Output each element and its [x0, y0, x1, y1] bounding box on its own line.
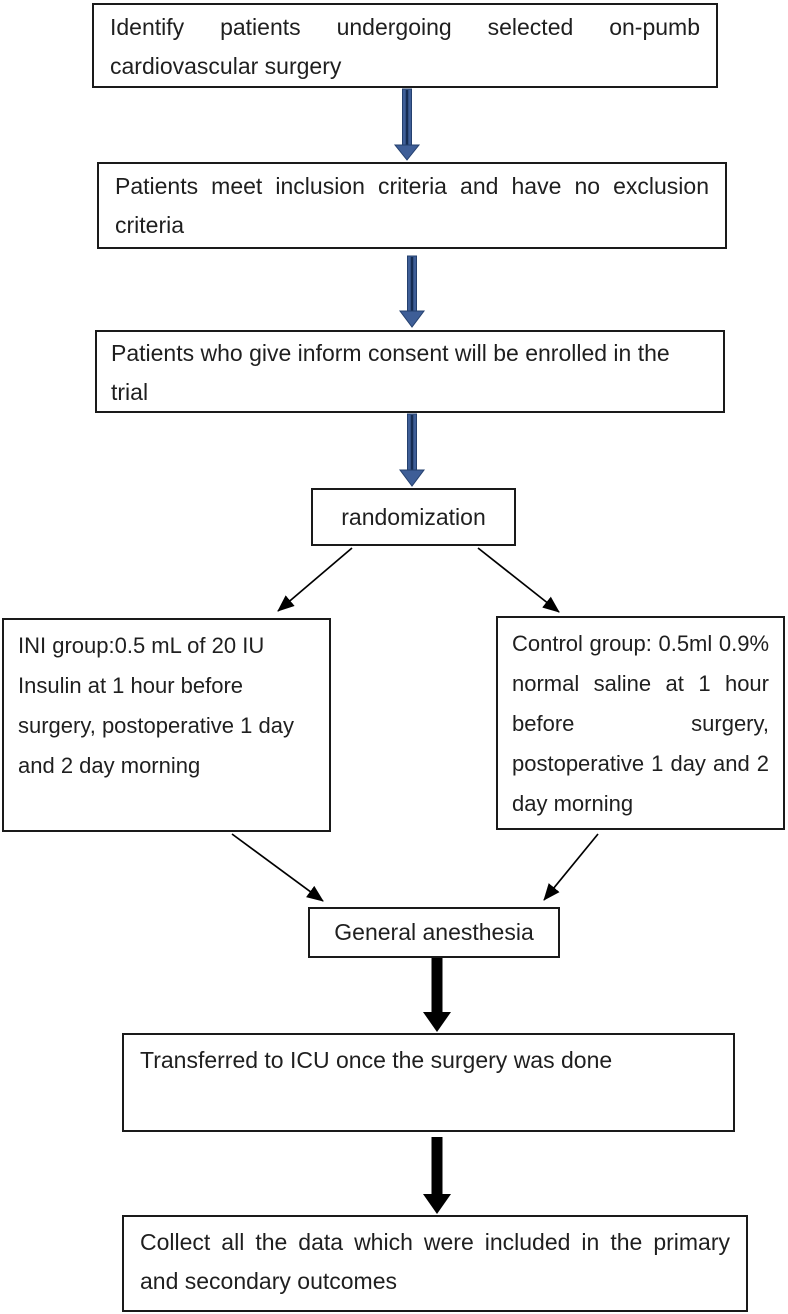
box-ini-group-text: INI group:0.5 mL of 20 IU Insulin at 1 h…	[18, 633, 294, 778]
box-collect-data-text: Collect all the data which were included…	[140, 1229, 730, 1294]
arrow-randomization-to-control-group	[477, 547, 560, 613]
arrow-randomization-to-ini-group	[277, 547, 353, 612]
box-collect-data: Collect all the data which were included…	[122, 1215, 748, 1312]
box-general-anesthesia-text: General anesthesia	[334, 919, 534, 945]
box-ini-group: INI group:0.5 mL of 20 IU Insulin at 1 h…	[2, 618, 331, 832]
arrow-criteria-to-consent	[399, 255, 425, 328]
box-transferred-icu: Transferred to ICU once the surgery was …	[122, 1033, 735, 1132]
box-identify-patients: Identify patients undergoing selected on…	[92, 3, 718, 88]
arrow-consent-to-randomization	[399, 413, 425, 487]
box-randomization-text: randomization	[341, 503, 486, 530]
arrow-ini-group-to-anesthesia	[231, 833, 324, 902]
arrow-control-group-to-anesthesia	[543, 833, 599, 901]
box-informed-consent: Patients who give inform consent will be…	[95, 330, 725, 413]
box-transferred-icu-text: Transferred to ICU once the surgery was …	[140, 1047, 613, 1073]
box-inclusion-criteria-text: Patients meet inclusion criteria and hav…	[115, 173, 709, 238]
box-inclusion-criteria: Patients meet inclusion criteria and hav…	[97, 162, 727, 249]
arrow-identify-to-criteria	[393, 88, 421, 161]
box-identify-patients-text: Identify patients undergoing selected on…	[110, 14, 700, 79]
box-informed-consent-text: Patients who give inform consent will be…	[111, 340, 670, 405]
box-general-anesthesia: General anesthesia	[308, 907, 560, 958]
box-control-group-text: Control group: 0.5ml 0.9% normal saline …	[512, 631, 769, 816]
box-control-group: Control group: 0.5ml 0.9% normal saline …	[496, 616, 785, 830]
arrow-anesthesia-to-icu	[423, 958, 451, 1032]
arrow-icu-to-collect	[423, 1137, 451, 1214]
box-randomization: randomization	[311, 488, 516, 546]
